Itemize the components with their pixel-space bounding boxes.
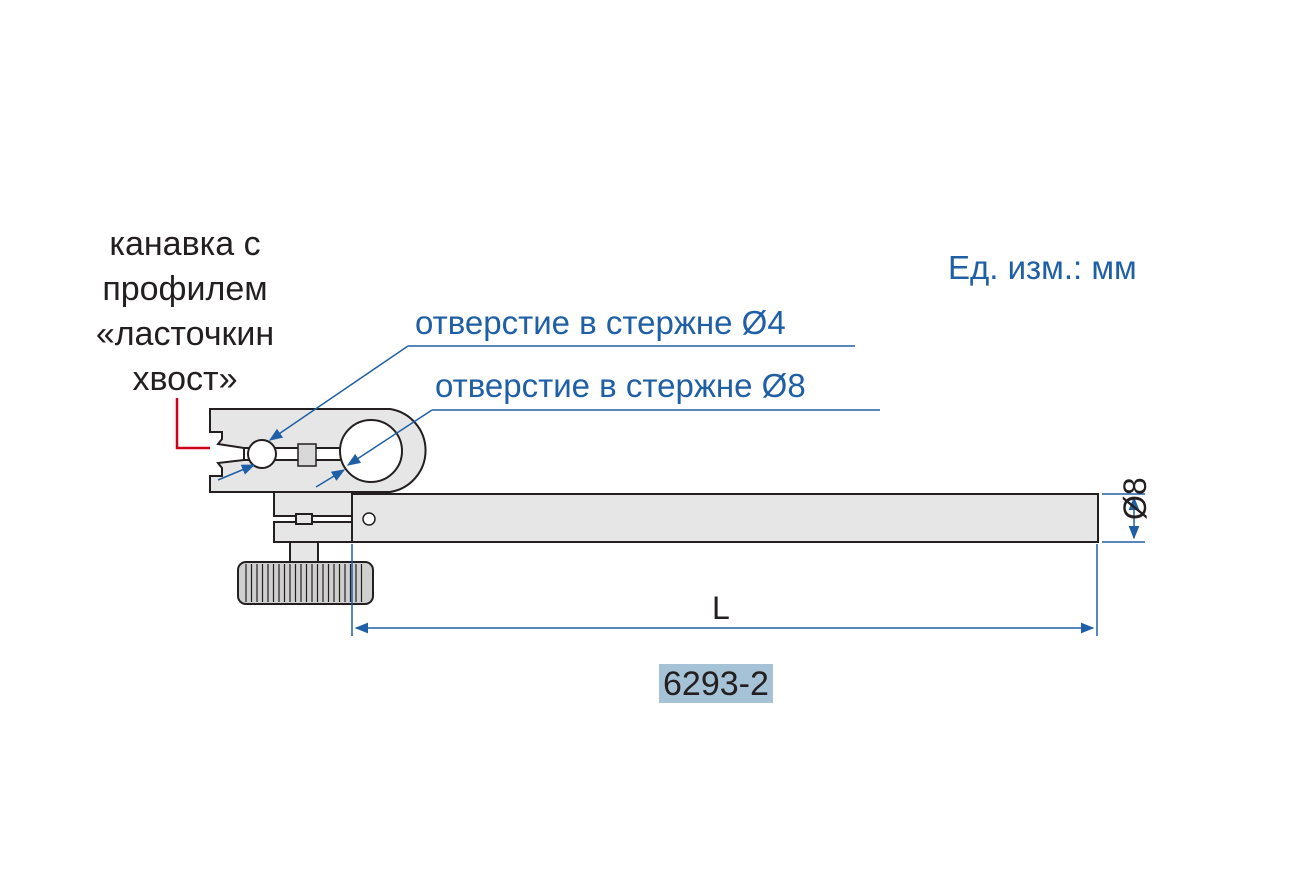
rod [351,493,1099,543]
knurled-knob [237,561,374,605]
dovetail-line-2: профилем [102,270,268,308]
dovetail-line-1: канавка с [109,225,261,263]
dovetail-line-3: «ласточкин [95,315,275,353]
clamp-pin [297,443,317,467]
dovetail-pointer [175,398,210,450]
length-dimension [351,544,1098,636]
units-label: Ед. изм.: мм [948,249,1137,286]
hole-4-circle [247,439,277,469]
model-label: 6293-2 [659,664,773,703]
diameter-dimension [1102,493,1145,543]
rod-hole [362,512,376,526]
hole-8-label: отверстие в стержне Ø8 [435,367,806,404]
swivel-block [273,491,355,543]
hole-4-label: отверстие в стержне Ø4 [415,304,786,341]
leader-lines [217,345,880,488]
knob-stem [289,541,319,563]
hole-8-circle [339,419,403,483]
length-label: L [712,590,730,626]
diameter-label: Ø8 [1117,477,1153,520]
dovetail-label: канавка с профилем «ласточкин хвост» [70,222,300,402]
dovetail-line-4: хвост» [132,360,238,398]
